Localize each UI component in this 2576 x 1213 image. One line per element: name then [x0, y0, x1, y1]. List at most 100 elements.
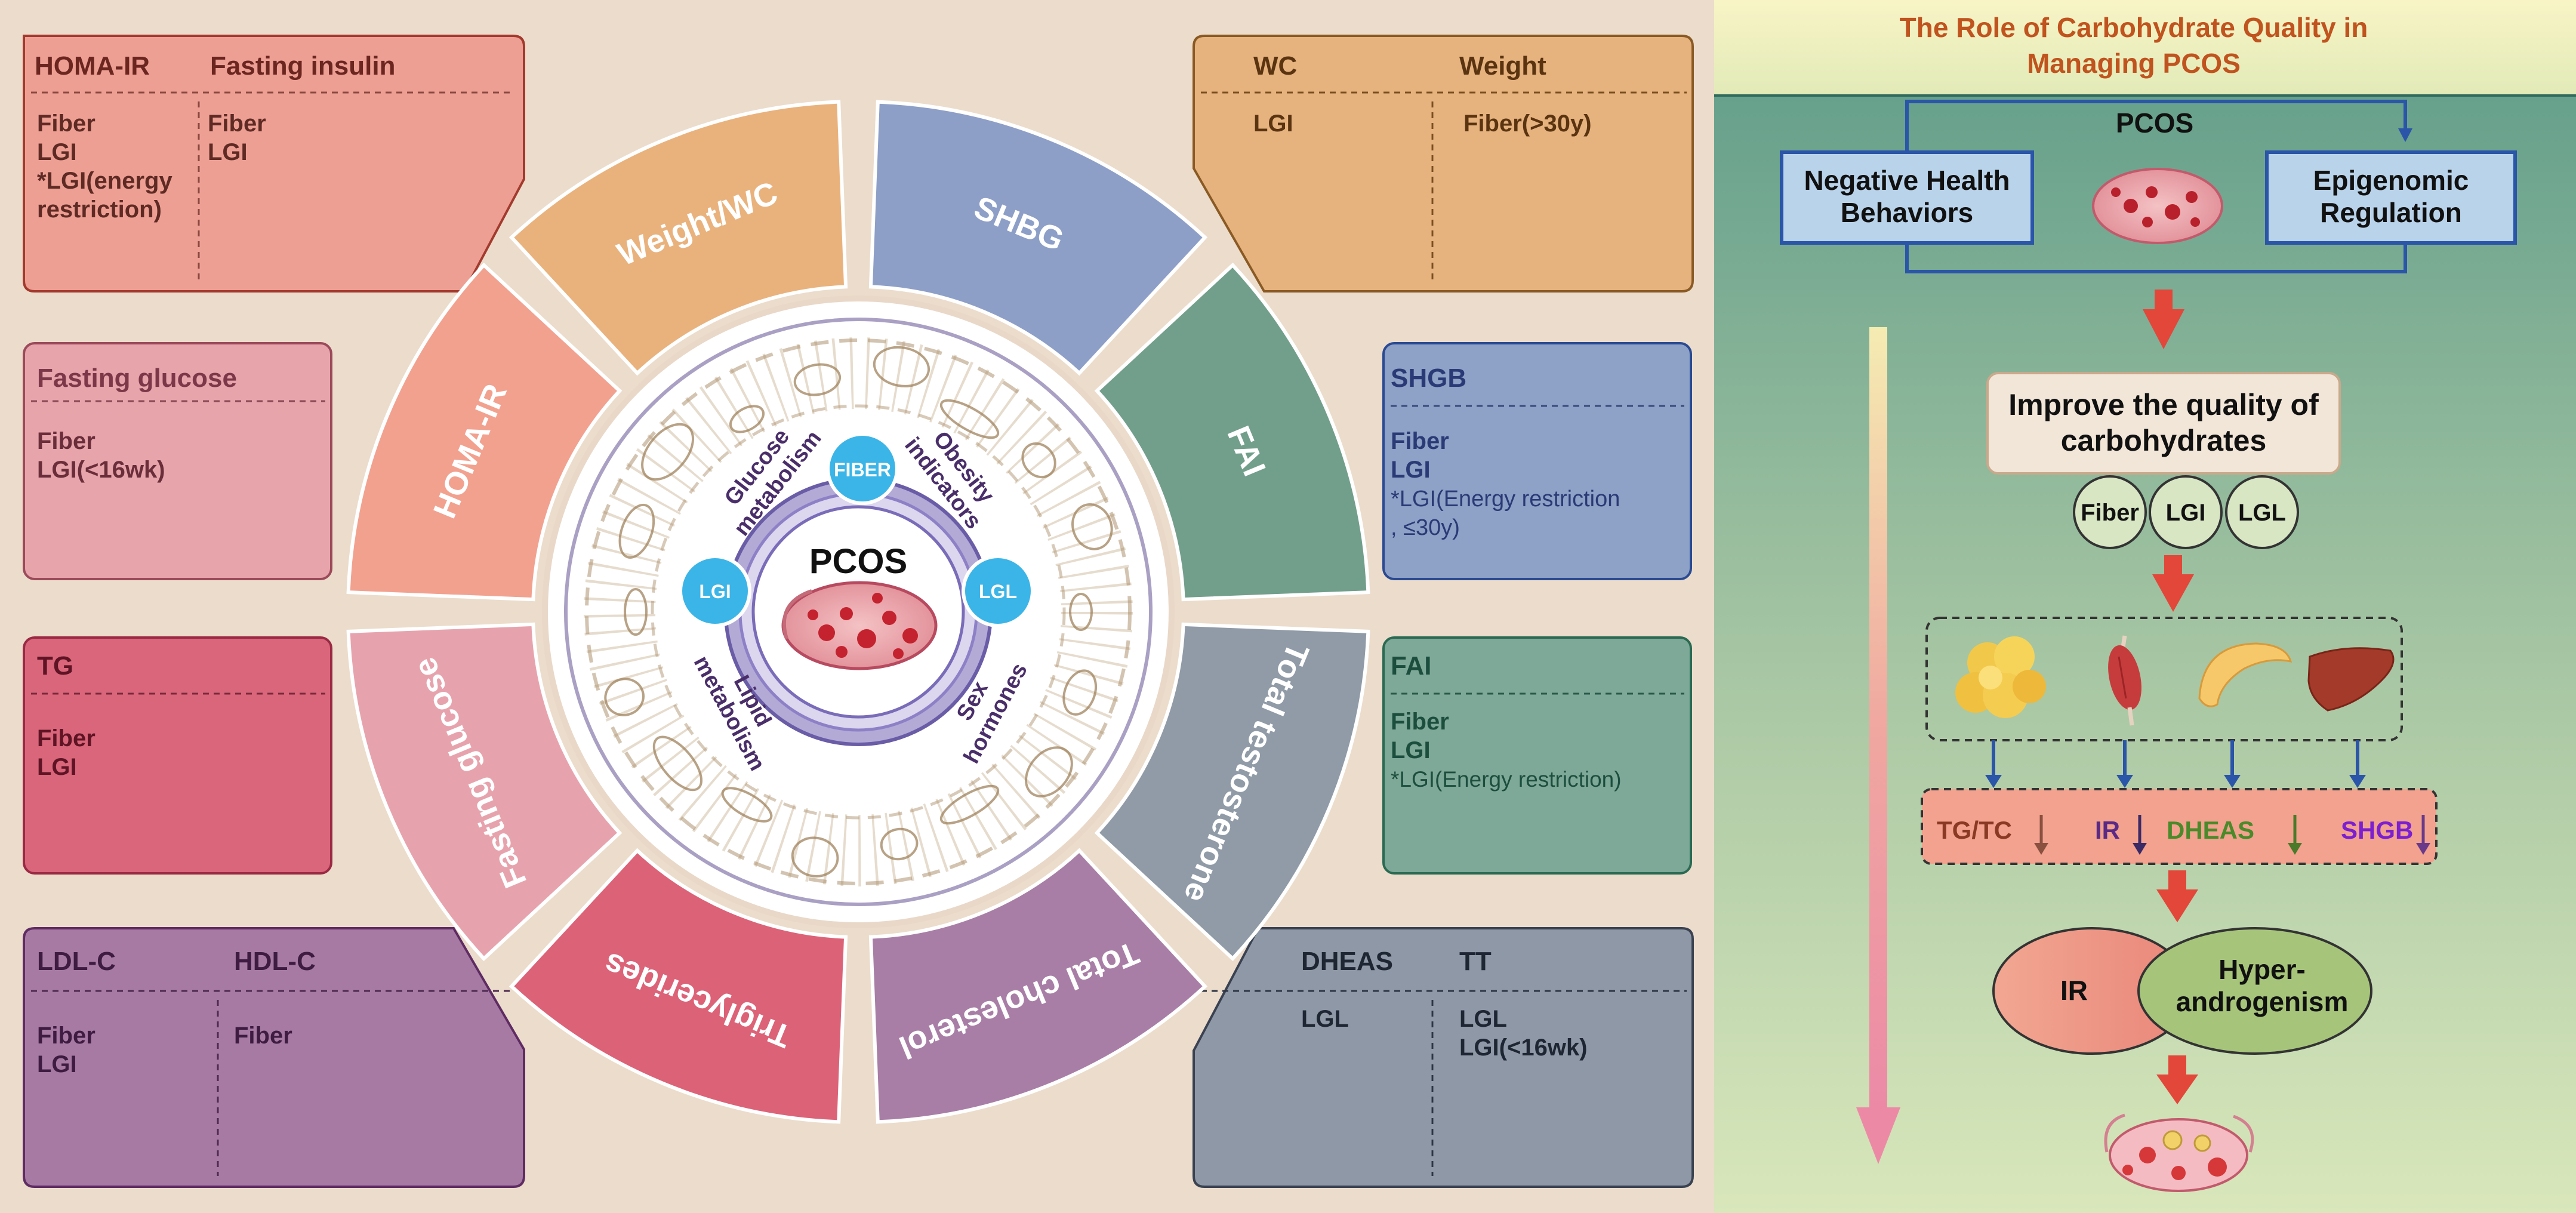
wc-weight-box: WC Weight LGI Fiber(>30y)	[1193, 35, 1694, 293]
homa-ir-item: Fiber	[37, 110, 95, 137]
shgb-item: LGI	[1391, 457, 1431, 483]
fai-header: FAI	[1391, 651, 1431, 681]
svg-text:Fiber: Fiber	[2081, 500, 2139, 526]
weight-header: Weight	[1459, 51, 1546, 81]
panel-title-line1: The Role of Carbohydrate Quality in	[1900, 12, 2368, 43]
marker-ir: IR	[2095, 816, 2120, 844]
shgb-item: *LGI(Energy restriction	[1391, 487, 1620, 512]
svg-text:LGL: LGL	[979, 581, 1017, 602]
weight-item: Fiber(>30y)	[1463, 110, 1592, 137]
ldl-header: LDL-C	[37, 947, 116, 976]
tg-item: LGI	[37, 754, 77, 780]
homa-ir-item: restriction)	[37, 196, 162, 223]
fasting-glucose-header: Fasting glucose	[37, 364, 237, 393]
shgb-box: SHGB Fiber LGI *LGI(Energy restriction ,…	[1382, 342, 1692, 580]
improve-quality-box: Improve the quality of carbohydrates	[1986, 372, 2341, 475]
lgi-circle: LGI	[2149, 475, 2223, 549]
organs-box	[1925, 617, 2403, 741]
epigenomic-regulation-box: Epigenomic Regulation	[2265, 150, 2517, 245]
adipose-tissue-icon	[1955, 636, 2046, 718]
svg-text:Improve the quality of: Improve the quality of	[2008, 388, 2319, 421]
tt-item: LGL	[1459, 1006, 1507, 1032]
flow-arrow	[2156, 870, 2198, 922]
center-disc: PCOS FIBER LGI LGL	[542, 295, 1175, 928]
svg-text:FIBER: FIBER	[834, 459, 891, 481]
hdl-item: Fiber	[234, 1023, 292, 1049]
center-ovary-illustration	[781, 581, 938, 670]
segment-homa-ir: HOMA-IR	[346, 262, 623, 602]
markers-box: TG/TC IR DHEAS SHGB	[1921, 788, 2438, 865]
lgl-circle: LGL	[2225, 475, 2299, 549]
svg-text:LGI: LGI	[699, 581, 731, 602]
negative-health-behaviors-box: Negative Health Behaviors	[1780, 150, 2034, 245]
marker-tgtc: TG/TC	[1937, 816, 2012, 844]
marker-shgb: SHGB	[2341, 816, 2413, 844]
fiber-badge: FIBER	[826, 432, 899, 505]
segment-fai: FAI	[1094, 262, 1370, 602]
right-panel: The Role of Carbohydrate Quality in Mana…	[1714, 0, 2576, 1213]
center-pcos-label: PCOS	[809, 542, 907, 581]
panel-title-line2: Managing PCOS	[2027, 48, 2241, 79]
hdl-header: HDL-C	[234, 947, 316, 976]
svg-text:LGI: LGI	[2166, 500, 2206, 526]
tg-header: TG	[37, 651, 73, 681]
fiber-circle: Fiber	[2073, 475, 2147, 549]
fasting-insulin-item: LGI	[208, 139, 248, 165]
lgi-badge: LGI	[679, 555, 751, 627]
ovary-bottom-illustration	[2104, 1113, 2254, 1192]
segment-triglycerides: Triglycerides	[509, 848, 848, 1124]
homa-ir-header: HOMA-IR	[35, 51, 150, 81]
flow-arrow	[2156, 1055, 2198, 1104]
shgb-item: Fiber	[1391, 428, 1449, 454]
svg-text:Epigenomic: Epigenomic	[2313, 165, 2469, 196]
fai-item: *LGI(Energy restriction)	[1391, 767, 1622, 792]
shgb-header: SHGB	[1391, 364, 1466, 393]
fasting-glucose-box: Fasting glucose Fiber LGI(<16wk)	[23, 342, 332, 580]
svg-text:Behaviors: Behaviors	[1841, 197, 1973, 228]
fai-item: Fiber	[1391, 709, 1449, 735]
segment-fasting-glucose: Fasting glucose	[346, 622, 623, 962]
ir-ellipse: IR	[1992, 927, 2192, 1055]
wc-item: LGI	[1253, 110, 1293, 137]
homa-ir-item: *LGI(energy	[37, 168, 172, 194]
tg-item: Fiber	[37, 725, 95, 752]
fasting-glucose-item: Fiber	[37, 428, 95, 454]
fai-box: FAI Fiber LGI *LGI(Energy restriction)	[1382, 636, 1692, 875]
fasting-glucose-item: LGI(<16wk)	[37, 457, 165, 483]
segment-weight-wc: Weight/WC	[509, 100, 848, 376]
fasting-insulin-header: Fasting insulin	[210, 51, 395, 81]
lgl-badge: LGL	[962, 555, 1034, 627]
svg-text:IR: IR	[2060, 975, 2088, 1006]
homa-ir-item: LGI	[37, 139, 77, 165]
pancreas-icon	[2198, 642, 2292, 707]
tt-header: TT	[1459, 947, 1492, 976]
fasting-insulin-item: Fiber	[208, 110, 266, 137]
tt-item: LGI(<16wk)	[1459, 1035, 1588, 1061]
segment-total-cholesterol: Total cholesterol	[868, 848, 1208, 1124]
ldl-item: Fiber	[37, 1023, 95, 1049]
pcos-header-label: PCOS	[2116, 107, 2193, 138]
dheas-header: DHEAS	[1301, 947, 1393, 976]
marker-dheas: DHEAS	[2167, 816, 2254, 844]
shgb-item: , ≤30y)	[1391, 515, 1460, 540]
ldl-item: LGI	[37, 1051, 77, 1077]
svg-text:androgenism: androgenism	[2176, 986, 2349, 1017]
vegetable-sketch-decoration	[604, 346, 1113, 878]
dheas-tt-box: DHEAS TT LGL LGL LGI(<16wk)	[1193, 927, 1694, 1188]
ldl-hdl-box: LDL-C HDL-C Fiber LGI Fiber	[23, 927, 525, 1188]
blue-arrows	[1985, 740, 2366, 788]
ovary-top-illustration	[2092, 168, 2223, 244]
liver-icon	[2307, 647, 2395, 712]
tg-box: TG Fiber LGI	[23, 636, 332, 875]
segment-total-testosterone: Total testosterone	[1094, 622, 1370, 962]
muscle-icon	[2108, 635, 2141, 726]
svg-text:carbohydrates: carbohydrates	[2061, 424, 2267, 457]
svg-text:Regulation: Regulation	[2320, 197, 2462, 228]
hyperandrogenism-ellipse: Hyper- androgenism	[2137, 927, 2372, 1055]
svg-text:LGL: LGL	[2238, 500, 2286, 526]
wc-header: WC	[1253, 51, 1297, 81]
flow-arrow	[2152, 555, 2194, 612]
homa-ir-box: HOMA-IR Fasting insulin Fiber LGI *LGI(e…	[23, 35, 525, 293]
